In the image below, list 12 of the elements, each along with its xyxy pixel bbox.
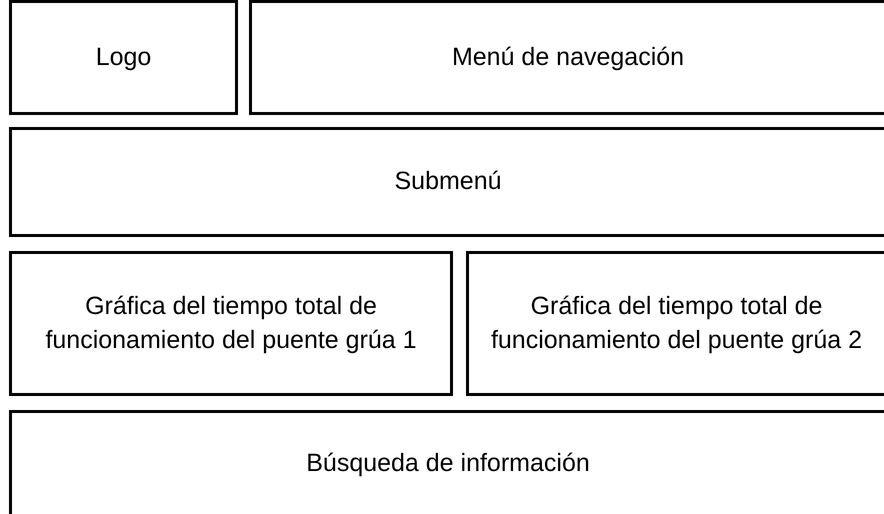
layout-box bbox=[9, 127, 884, 237]
layout-box bbox=[9, 0, 238, 115]
box-label: Gráfica del tiempo total de funcionamiento del puente grúa 1 bbox=[44, 290, 418, 356]
box-label: Gráfica del tiempo total de funcionamiento del puente grúa 2 bbox=[490, 290, 864, 356]
box-label: Submenú bbox=[394, 166, 502, 198]
layout-box bbox=[9, 251, 453, 396]
layout-box bbox=[466, 251, 884, 396]
box-label: Menú de navegación bbox=[452, 42, 684, 73]
layout-box bbox=[249, 0, 884, 115]
layout-box bbox=[9, 410, 884, 514]
box-label: Búsqueda de información bbox=[306, 448, 590, 479]
box-label: Logo bbox=[96, 42, 152, 73]
